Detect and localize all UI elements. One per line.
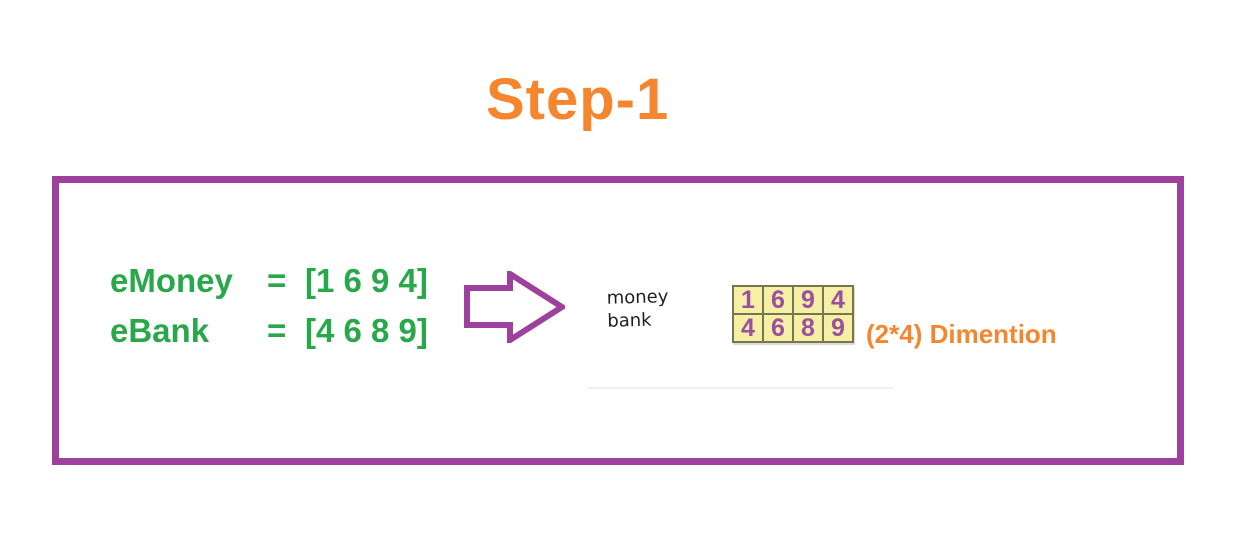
right-arrow-icon [464,268,568,346]
equation-name: eBank [110,312,210,349]
content-frame [52,176,1184,465]
handwritten-label-bank: bank [607,309,652,332]
equation-value: [1 6 9 4] [305,262,428,299]
matrix-row: 4 6 8 9 [732,313,854,343]
matrix-cell: 6 [762,285,794,315]
matrix-cell: 4 [732,313,764,343]
matrix-cell: 9 [822,313,854,343]
equations-block: eMoney = [1 6 9 4] eBank = [4 6 8 9] [110,262,428,349]
matrix-cell: 6 [762,313,794,343]
matrix-row: 1 6 9 4 [732,285,854,315]
dimension-label: (2*4) Dimention [866,319,1057,349]
matrix-cell: 4 [822,285,854,315]
matrix-cell: 8 [792,313,824,343]
equation-name: eMoney [110,262,233,299]
equation-value: [4 6 8 9] [305,312,428,349]
equation-operator: = [267,312,287,349]
matrix-cell: 9 [792,285,824,315]
page-title: Step-1 [486,67,670,132]
equation-operator: = [267,262,287,299]
faint-divider [588,387,893,389]
handwritten-label-money: money [606,286,669,309]
handwritten-labels: money bank [606,285,669,333]
matrix-cell: 1 [732,285,764,315]
matrix-table: 1 6 9 4 4 6 8 9 [732,285,854,343]
